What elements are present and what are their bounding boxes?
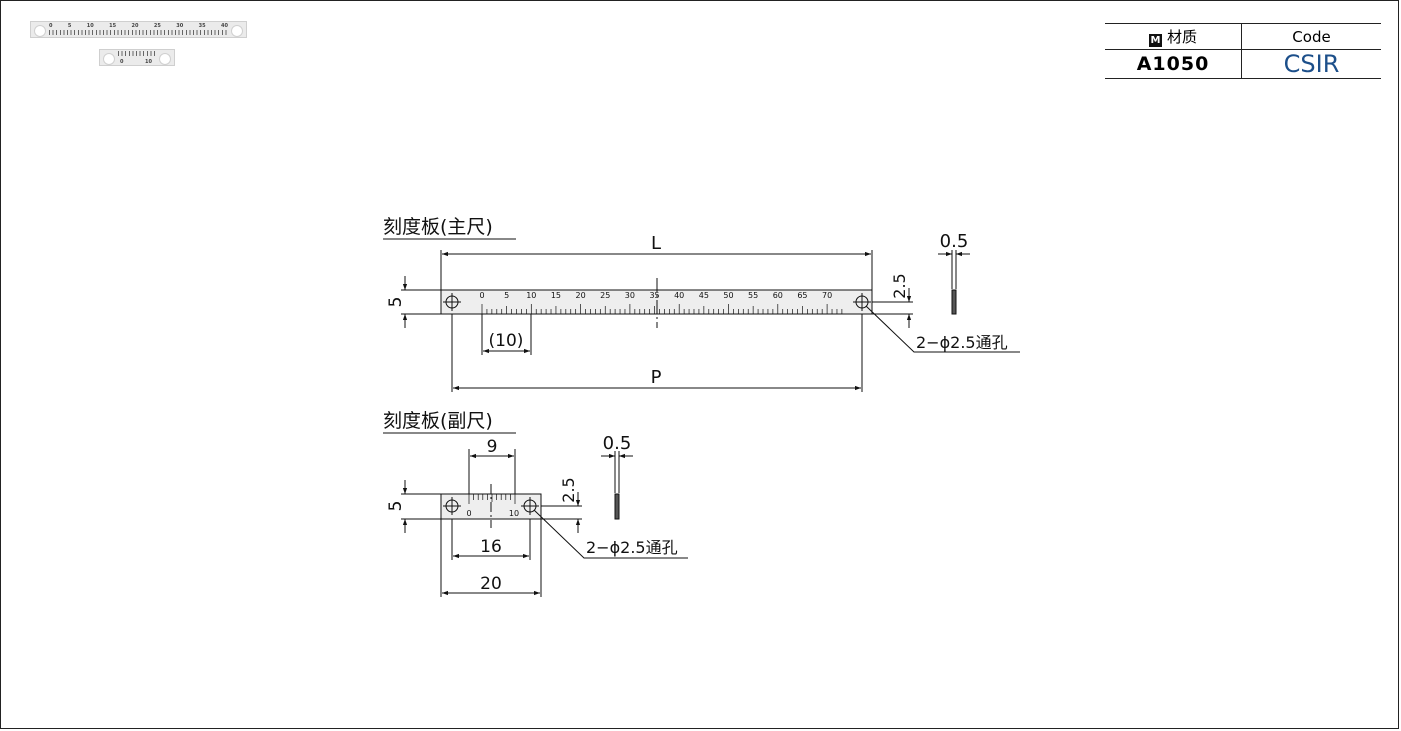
spec-table: M 材质 Code A1050 CSIR [1105,23,1381,79]
scale-number: 0 [479,291,484,300]
dim-label-P: P [651,367,662,388]
thumb-number: 10 [86,23,94,29]
scale-number: 50 [723,291,733,300]
thumb-ticks [49,30,228,35]
scale-number: 40 [674,291,684,300]
vernier-scale-thumbnail: 0 10 [99,49,175,66]
dim-label-main-half-height: 2.5 [890,273,909,298]
scale-number: 10 [526,291,536,300]
scale-number: 25 [600,291,610,300]
thumb-hole-left [34,25,46,37]
scale-number: 20 [576,291,586,300]
main-scale-ticks [481,304,843,314]
thumb-hole-right [231,25,243,37]
thumb-number: 25 [153,23,161,29]
vernier-scale-ticks [468,494,516,504]
main-hole-leader [865,305,1020,353]
main-hole-note: 2−ϕ2.5通孔 [916,333,1008,352]
material-header-cell: M 材质 [1105,23,1242,50]
vernier-title: 刻度板(副尺) [383,410,493,432]
vernier-thickness-view [614,493,620,520]
vernier-number: 0 [466,509,471,518]
thumb-number: 10 [145,59,152,65]
dim-label-hole-pitch: 16 [480,537,502,557]
code-value: CSIR [1241,49,1381,79]
thumb-vernier-numbers: 0 10 [120,59,152,65]
material-value: A1050 [1105,49,1242,79]
main-tick-numbers: 0 5 10 15 20 25 30 35 40 45 50 55 60 65 70 [479,291,832,300]
main-thickness-view [951,289,957,315]
scale-number: 65 [797,291,807,300]
thumb-hole-left [103,53,115,65]
main-title: 刻度板(主尺) [383,216,493,238]
dim-label-vernier-height: 5 [386,501,406,512]
dim-label-main-thickness: 0.5 [940,231,969,252]
dim-label-vernier-length: 20 [480,574,502,594]
scale-number: 70 [822,291,832,300]
material-header: 材质 [1166,28,1197,46]
dim-label-vernier-span: 9 [487,437,498,457]
scale-number: 60 [773,291,783,300]
thumb-number: 20 [131,23,139,29]
thumb-number: 15 [109,23,117,29]
scale-number: 5 [504,291,509,300]
thumb-number: 35 [198,23,206,29]
thumb-ticks [118,51,156,56]
vernier-hole-note: 2−ϕ2.5通孔 [586,538,678,557]
scale-number: 15 [551,291,561,300]
dim-label-main-height: 5 [386,297,406,308]
scale-number: 55 [748,291,758,300]
vernier-hole-leader [533,509,688,559]
code-header: Code [1241,23,1381,50]
dim-label-vernier-half-height: 2.5 [559,477,578,502]
thumb-number: 0 [120,59,124,65]
thumb-main-numbers: 0 5 10 15 20 25 30 35 40 [49,23,228,29]
material-icon: M [1148,34,1162,47]
vernier-number: 10 [509,509,519,518]
thumb-hole-right [159,53,171,65]
scale-number: 35 [649,291,659,300]
scale-number: 45 [699,291,709,300]
thumb-number: 40 [221,23,228,29]
vernier-tick-numbers: 0 10 [466,509,519,518]
dim-label-first-tick: (10) [489,331,524,351]
thumb-number: 5 [67,23,72,29]
thumb-number: 0 [49,23,53,29]
dim-label-vernier-thickness: 0.5 [603,433,632,454]
thumb-number: 30 [176,23,184,29]
scale-number: 30 [625,291,635,300]
main-scale-thumbnail: 0 5 10 15 20 25 30 35 40 [30,21,247,38]
dim-label-L: L [651,233,661,254]
